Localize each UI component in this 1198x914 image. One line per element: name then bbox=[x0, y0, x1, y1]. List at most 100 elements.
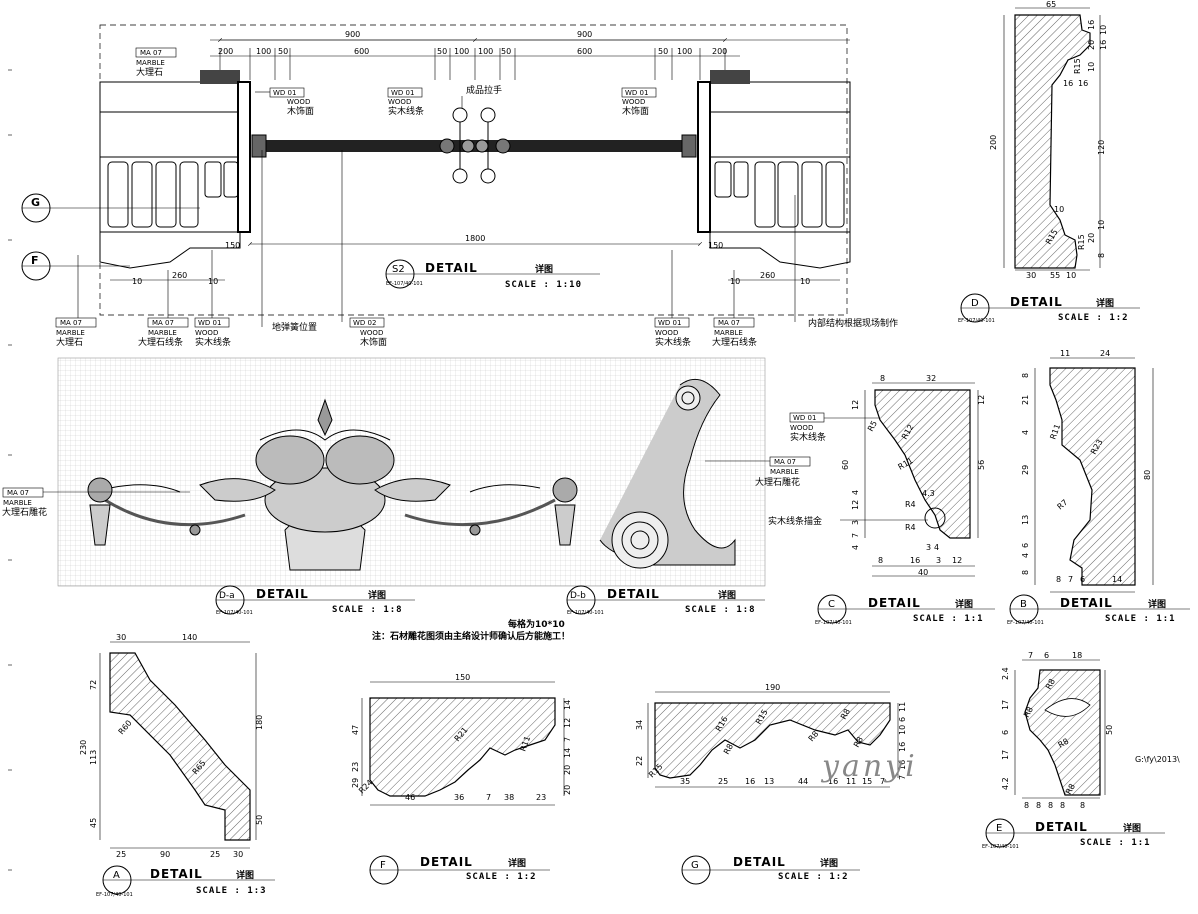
svg-text:11: 11 bbox=[898, 702, 907, 712]
svg-text:大理石雕花: 大理石雕花 bbox=[2, 506, 47, 518]
svg-text:10: 10 bbox=[1087, 62, 1096, 72]
title-c: C EF-107/40-101 DETAIL 详图 SCALE : 1:1 bbox=[815, 594, 995, 626]
svg-text:7: 7 bbox=[1028, 651, 1033, 660]
svg-text:E: E bbox=[996, 823, 1002, 834]
svg-text:32: 32 bbox=[926, 374, 936, 383]
svg-text:17: 17 bbox=[1001, 700, 1010, 710]
dim-sub-8: 50 bbox=[501, 47, 511, 56]
title-db: D-b EF-107/40-101 DETAIL 详图 SCALE : 1:8 bbox=[566, 585, 765, 616]
svg-text:详图: 详图 bbox=[535, 263, 553, 275]
title-a: A EF-107/40-101 DETAIL 详图 SCALE : 1:3 bbox=[96, 865, 275, 898]
svg-text:SCALE : 1:2: SCALE : 1:2 bbox=[466, 872, 537, 882]
svg-text:10: 10 bbox=[1097, 220, 1106, 230]
svg-text:木饰面: 木饰面 bbox=[622, 105, 649, 117]
svg-text:20: 20 bbox=[563, 765, 572, 775]
d-dim-200: 200 bbox=[989, 135, 998, 150]
svg-text:7: 7 bbox=[851, 533, 860, 538]
detail-b: 11 24 8 7 6 14 8 21 4 29 13 6 4 8 80 R11… bbox=[1007, 349, 1190, 626]
dim-sub-3: 50 bbox=[278, 47, 288, 56]
svg-text:6: 6 bbox=[1044, 651, 1049, 660]
svg-text:C: C bbox=[828, 599, 835, 610]
svg-text:SCALE : 1:1: SCALE : 1:1 bbox=[1080, 838, 1151, 848]
svg-text:8: 8 bbox=[1024, 801, 1029, 810]
svg-text:13: 13 bbox=[1021, 515, 1030, 525]
svg-text:10: 10 bbox=[898, 725, 907, 735]
svg-text:25: 25 bbox=[116, 850, 126, 859]
svg-text:13: 13 bbox=[764, 777, 774, 786]
detail-e: 7 6 18 8 8 8 8 8 2.4 17 6 17 4.2 50 R8 R… bbox=[982, 651, 1165, 850]
dim-right-260: 260 bbox=[760, 271, 775, 280]
svg-text:8: 8 bbox=[1080, 801, 1085, 810]
svg-text:详图: 详图 bbox=[1148, 598, 1166, 610]
svg-text:D: D bbox=[971, 298, 979, 309]
svg-text:SCALE : 1:1: SCALE : 1:1 bbox=[913, 614, 984, 624]
svg-text:详图: 详图 bbox=[718, 589, 736, 601]
svg-text:6: 6 bbox=[898, 717, 907, 722]
dim-top-left: 900 bbox=[345, 30, 360, 39]
svg-text:72: 72 bbox=[89, 680, 98, 690]
svg-text:WOOD: WOOD bbox=[287, 98, 310, 106]
svg-text:WOOD: WOOD bbox=[790, 424, 813, 432]
svg-text:木饰面: 木饰面 bbox=[360, 336, 387, 348]
svg-text:16: 16 bbox=[898, 742, 907, 752]
margin-ticks bbox=[8, 69, 12, 871]
svg-text:80: 80 bbox=[1143, 470, 1152, 480]
svg-text:EF-107/40-101: EF-107/40-101 bbox=[815, 620, 852, 626]
svg-text:15: 15 bbox=[862, 777, 872, 786]
svg-text:230: 230 bbox=[79, 740, 88, 755]
dim-sub-6: 100 bbox=[454, 47, 469, 56]
svg-text:44: 44 bbox=[798, 777, 808, 786]
d-dim-65: 65 bbox=[1046, 0, 1056, 9]
svg-text:16: 16 bbox=[828, 777, 838, 786]
svg-text:56: 56 bbox=[977, 460, 986, 470]
svg-text:详图: 详图 bbox=[1096, 297, 1114, 309]
labels-bottom-s2: MA 07 MARBLE 大理石 MA 07 MARBLE 大理石线条 WD 0… bbox=[55, 150, 898, 348]
svg-text:R15: R15 bbox=[1077, 234, 1086, 250]
svg-text:大理石: 大理石 bbox=[56, 336, 83, 348]
svg-text:详图: 详图 bbox=[820, 857, 838, 869]
dim-sub-11: 100 bbox=[677, 47, 692, 56]
dim-top-right: 900 bbox=[577, 30, 592, 39]
svg-text:4: 4 bbox=[1021, 430, 1030, 435]
svg-text:180: 180 bbox=[255, 715, 264, 730]
detail-s2: 900 900 200 100 50 600 50 100 100 50 600… bbox=[21, 24, 898, 348]
dim-right-150: 150 bbox=[708, 241, 723, 250]
svg-text:详图: 详图 bbox=[368, 589, 386, 601]
svg-text:8: 8 bbox=[1021, 373, 1030, 378]
svg-text:36: 36 bbox=[454, 793, 464, 802]
svg-text:14: 14 bbox=[1112, 575, 1122, 584]
svg-text:90: 90 bbox=[160, 850, 170, 859]
svg-text:S2: S2 bbox=[392, 264, 405, 275]
svg-text:16: 16 bbox=[898, 760, 907, 770]
svg-text:47: 47 bbox=[351, 725, 360, 735]
svg-text:18: 18 bbox=[1072, 651, 1082, 660]
svg-text:R15: R15 bbox=[1073, 58, 1082, 74]
svg-text:6: 6 bbox=[1080, 575, 1085, 584]
carving-panel: MA 07 MARBLE 大理石雕花 MA 07 MARBLE 大理石雕花 D-… bbox=[2, 357, 811, 642]
svg-text:SCALE : 1:10: SCALE : 1:10 bbox=[505, 280, 582, 290]
svg-text:3: 3 bbox=[936, 556, 941, 565]
svg-text:46: 46 bbox=[405, 793, 415, 802]
svg-text:DETAIL: DETAIL bbox=[1035, 820, 1088, 834]
watermark: yanyi bbox=[820, 749, 918, 784]
svg-text:详图: 详图 bbox=[955, 598, 973, 610]
svg-text:17: 17 bbox=[1001, 750, 1010, 760]
svg-text:SCALE : 1:2: SCALE : 1:2 bbox=[1058, 313, 1129, 323]
dim-sub-10: 50 bbox=[658, 47, 668, 56]
svg-text:WD 01: WD 01 bbox=[391, 89, 414, 97]
detail-d: 65 200 10 16 16 20 10 120 10 10 R15 20 8… bbox=[958, 0, 1140, 324]
svg-text:DETAIL: DETAIL bbox=[868, 596, 921, 610]
svg-text:50: 50 bbox=[255, 815, 264, 825]
dim-sub-4: 600 bbox=[354, 47, 369, 56]
label-carving-right: MA 07 MARBLE 大理石雕花 bbox=[705, 456, 811, 488]
label-wood-center: WD 01 WOOD 实木线条 bbox=[387, 87, 424, 117]
svg-text:D-b: D-b bbox=[570, 591, 586, 601]
svg-text:35: 35 bbox=[680, 777, 690, 786]
svg-text:12: 12 bbox=[977, 395, 986, 405]
svg-text:实木线条: 实木线条 bbox=[388, 105, 424, 117]
label-marble-top: MA 07 MARBLE 大理石 bbox=[135, 47, 177, 78]
svg-text:21: 21 bbox=[1021, 395, 1030, 405]
svg-text:WD 01: WD 01 bbox=[793, 414, 816, 422]
svg-text:DETAIL: DETAIL bbox=[420, 855, 473, 869]
dim-right-10b: 10 bbox=[800, 277, 810, 286]
